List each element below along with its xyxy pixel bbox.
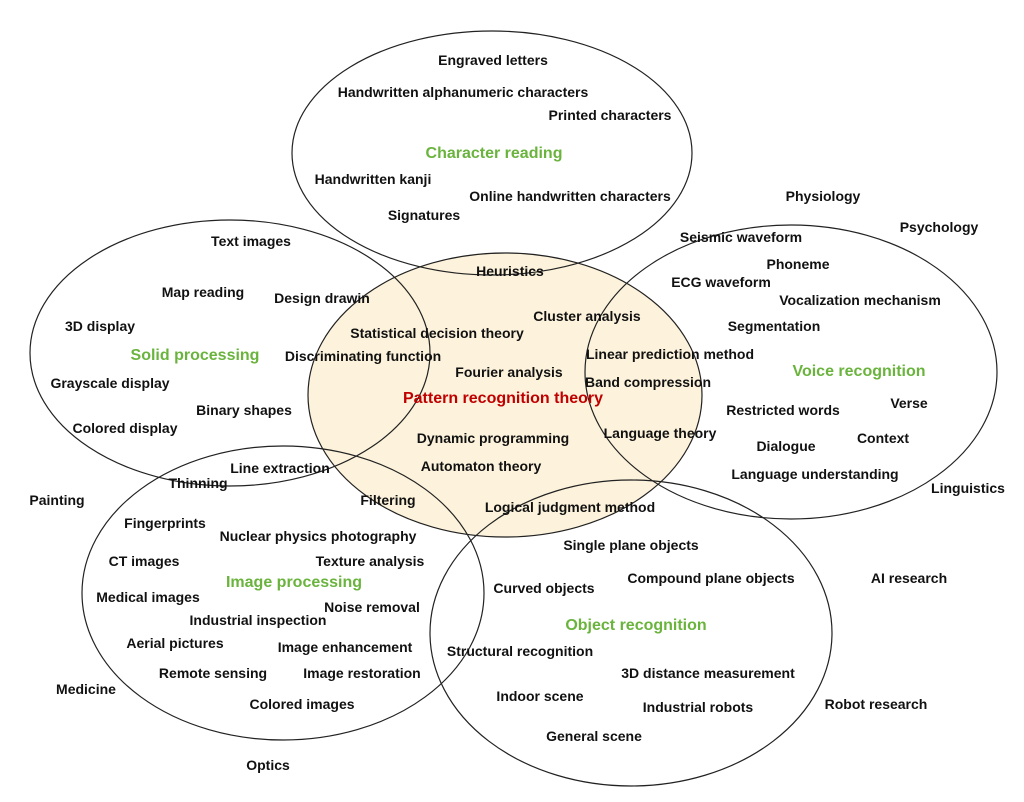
term-colored-images: Colored images — [249, 696, 355, 712]
area-title-solid-processing: Solid processing — [130, 347, 260, 364]
term-vocalization-mechanism: Vocalization mechanism — [779, 292, 941, 308]
term-handwritten-alphanumeric: Handwritten alphanumeric characters — [337, 84, 589, 100]
term-thinning: Thinning — [168, 475, 228, 491]
term-optics: Optics — [246, 757, 290, 773]
term-signatures: Signatures — [387, 207, 461, 223]
term-logical-judgment: Logical judgment method — [484, 499, 656, 515]
area-title-voice-recognition: Voice recognition — [792, 363, 926, 380]
term-industrial-inspection: Industrial inspection — [189, 612, 327, 628]
term-ct-images: CT images — [108, 553, 180, 569]
area-title-image-processing: Image processing — [225, 574, 363, 591]
term-automaton-theory: Automaton theory — [420, 458, 542, 474]
term-medical-images: Medical images — [96, 589, 200, 605]
term-language-understanding: Language understanding — [731, 466, 899, 482]
term-seismic-waveform: Seismic waveform — [679, 229, 803, 245]
term-single-plane: Single plane objects — [563, 537, 699, 553]
term-context: Context — [856, 430, 910, 446]
term-line-extraction: Line extraction — [230, 460, 330, 476]
term-curved-objects: Curved objects — [493, 580, 595, 596]
term-aerial-pictures: Aerial pictures — [126, 635, 224, 651]
term-fourier-analysis: Fourier analysis — [455, 364, 563, 380]
term-printed-characters: Printed characters — [548, 107, 672, 123]
term-text-images: Text images — [211, 233, 291, 249]
term-statistical-decision: Statistical decision theory — [350, 325, 524, 341]
term-band-compression: Band compression — [584, 374, 712, 390]
term-dialogue: Dialogue — [756, 438, 816, 454]
term-cluster-analysis: Cluster analysis — [533, 308, 641, 324]
term-linear-prediction: Linear prediction method — [585, 346, 755, 362]
term-structural-recognition: Structural recognition — [446, 643, 594, 659]
term-image-restoration: Image restoration — [303, 665, 421, 681]
term-grayscale-display: Grayscale display — [50, 375, 170, 391]
image-processing-ellipse — [81, 445, 485, 741]
term-online-handwritten: Online handwritten characters — [469, 188, 671, 204]
area-title-character-reading: Character reading — [425, 145, 563, 162]
term-ai-research: AI research — [870, 570, 948, 586]
center-title: Pattern recognition theory — [402, 390, 604, 407]
term-industrial-robots: Industrial robots — [642, 699, 754, 715]
character-reading-ellipse — [291, 30, 693, 276]
term-ecg-waveform: ECG waveform — [671, 274, 771, 290]
term-compound-plane: Compound plane objects — [627, 570, 795, 586]
term-painting: Painting — [29, 492, 85, 508]
term-texture-analysis: Texture analysis — [315, 553, 425, 569]
term-design-drawin: Design drawin — [274, 290, 370, 306]
term-3d-display: 3D display — [64, 318, 136, 334]
term-psychology: Psychology — [899, 219, 979, 235]
term-binary-shapes: Binary shapes — [196, 402, 292, 418]
term-filtering: Filtering — [360, 492, 416, 508]
term-3d-distance: 3D distance measurement — [621, 665, 795, 681]
term-nuclear-physics: Nuclear physics photography — [219, 528, 417, 544]
term-map-reading: Map reading — [161, 284, 245, 300]
term-handwritten-kanji: Handwritten kanji — [314, 171, 432, 187]
term-verse: Verse — [890, 395, 928, 411]
term-dynamic-programming: Dynamic programming — [416, 430, 570, 446]
term-linguistics: Linguistics — [931, 480, 1005, 496]
term-image-enhancement: Image enhancement — [277, 639, 413, 655]
term-discriminating-function: Discriminating function — [284, 348, 442, 364]
term-fingerprints: Fingerprints — [124, 515, 206, 531]
term-robot-research: Robot research — [824, 696, 928, 712]
term-remote-sensing: Remote sensing — [158, 665, 268, 681]
term-language-theory: Language theory — [603, 425, 717, 441]
area-title-object-recognition: Object recognition — [565, 617, 707, 634]
solid-processing-ellipse — [29, 219, 431, 487]
term-noise-removal: Noise removal — [324, 599, 420, 615]
center-region — [307, 252, 703, 538]
voice-recognition-ellipse — [584, 224, 998, 520]
term-general-scene: General scene — [546, 728, 642, 744]
term-medicine: Medicine — [56, 681, 116, 697]
term-indoor-scene: Indoor scene — [496, 688, 584, 704]
term-heuristics: Heuristics — [476, 263, 544, 279]
term-physiology: Physiology — [785, 188, 861, 204]
term-segmentation: Segmentation — [727, 318, 821, 334]
term-colored-display: Colored display — [72, 420, 178, 436]
object-recognition-ellipse — [429, 479, 833, 787]
term-restricted-words: Restricted words — [726, 402, 840, 418]
term-engraved-letters: Engraved letters — [438, 52, 548, 68]
term-phoneme: Phoneme — [766, 256, 830, 272]
